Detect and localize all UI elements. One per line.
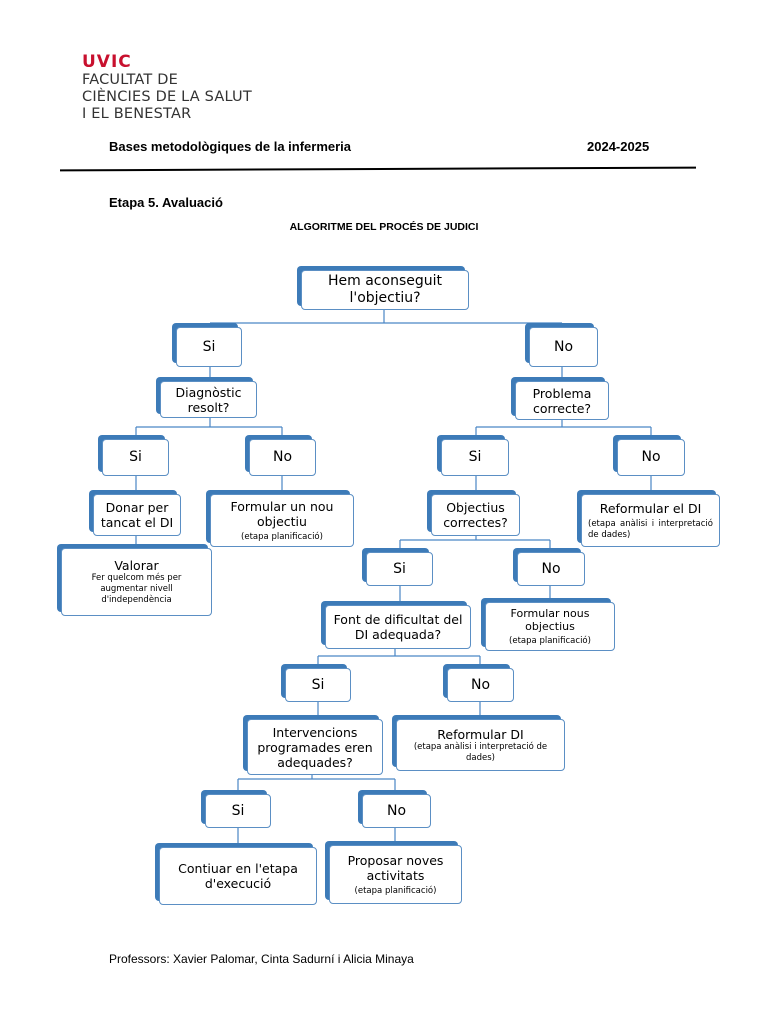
new-objectives-subtext: (etapa planificació) xyxy=(509,635,591,646)
no-text-6: No xyxy=(386,802,407,819)
no-box-1: No xyxy=(529,327,598,367)
continue-execution-text: Contiuar en l'etapa d'execució xyxy=(178,861,298,891)
new-objective-box: Formular un nou objectiu (etapa planific… xyxy=(210,494,354,547)
no-box-4: No xyxy=(517,552,585,586)
objectives-correct-text: Objectius correctes? xyxy=(443,500,508,530)
objectives-correct-box: Objectius correctes? xyxy=(431,494,520,536)
propose-activities-box: Proposar noves activitats (etapa planifi… xyxy=(329,845,462,904)
interventions-box: Intervencions programades eren adequades… xyxy=(247,719,383,775)
logo-uvic: UVIC xyxy=(82,52,132,72)
interventions-text: Intervencions programades eren adequades… xyxy=(257,724,373,770)
continue-execution-box: Contiuar en l'etapa d'execució xyxy=(159,847,317,905)
yes-box-2: Si xyxy=(102,439,169,476)
course-year: 2024-2025 xyxy=(587,139,650,154)
diagnostic-resolved-box: Diagnòstic resolt? xyxy=(160,381,257,418)
no-text-3: No xyxy=(641,449,661,465)
assess-text: Valorar xyxy=(114,558,159,573)
close-di-text: Donar per tancat el DI xyxy=(100,500,174,530)
root-question-box: Hem aconseguit l'objectiu? xyxy=(301,270,469,310)
diagnostic-resolved-text: Diagnòstic resolt? xyxy=(175,384,242,415)
yes-box-6: Si xyxy=(205,794,271,828)
new-objectives-text: Formular nous objectius xyxy=(510,606,590,633)
reformulate-di-subtext-2: (etapa anàlisi i interpretació de dades) xyxy=(413,741,548,763)
new-objective-text: Formular un nou objectiu xyxy=(230,498,334,529)
reformulate-di-text-2: Reformular DI xyxy=(437,726,524,742)
reformulate-di-box-1: Reformular el DI (etapa anàlisi i interp… xyxy=(581,494,720,547)
yes-text-1: Si xyxy=(202,338,216,355)
yes-text-3: Si xyxy=(468,449,482,465)
propose-activities-text: Proposar noves activitats xyxy=(347,852,444,883)
faculty-line-3: I EL BENESTAR xyxy=(82,106,192,122)
assess-subtext: Fer quelcom més per augmentar nivell d'i… xyxy=(91,573,182,605)
yes-box-3: Si xyxy=(441,439,509,476)
no-box-6: No xyxy=(362,794,431,828)
new-objective-subtext: (etapa planificació) xyxy=(241,531,323,542)
new-objectives-box: Formular nous objectius (etapa planifica… xyxy=(485,602,615,651)
course-title: Bases metodològiques de la infermeria xyxy=(109,139,352,154)
faculty-line-1: FACULTAT DE xyxy=(82,72,179,88)
yes-text-4: Si xyxy=(393,560,406,577)
footer-professors: Professors: Xavier Palomar, Cinta Sadurn… xyxy=(109,952,414,966)
yes-box-1: Si xyxy=(176,327,242,367)
yes-text-2: Si xyxy=(129,449,142,465)
yes-box-5: Si xyxy=(285,668,351,702)
section-title: Etapa 5. Avaluació xyxy=(109,195,223,210)
yes-text-5: Si xyxy=(311,676,325,693)
no-text-1: No xyxy=(553,338,574,355)
root-question-text: Hem aconseguit l'objectiu? xyxy=(328,273,442,306)
problem-correct-box: Problema correcte? xyxy=(515,381,609,420)
assess-box: Valorar Fer quelcom més per augmentar ni… xyxy=(61,548,212,616)
no-text-2: No xyxy=(272,449,293,465)
difficulty-source-text: Font de dificultat del DI adequada? xyxy=(333,612,463,642)
no-box-5: No xyxy=(447,668,514,702)
difficulty-source-box: Font de dificultat del DI adequada? xyxy=(325,605,471,649)
faculty-line-2: CIÈNCIES DE LA SALUT xyxy=(82,89,252,105)
no-box-3: No xyxy=(617,439,685,476)
no-text-5: No xyxy=(470,676,491,693)
yes-box-4: Si xyxy=(366,552,433,586)
no-box-2: No xyxy=(249,439,316,476)
reformulate-di-text-1: Reformular el DI xyxy=(599,500,702,516)
diagram-title: ALGORITME DEL PROCÉS DE JUDICI xyxy=(289,221,479,233)
reformulate-di-box-2: Reformular DI (etapa anàlisi i interpret… xyxy=(396,719,565,771)
close-di-box: Donar per tancat el DI xyxy=(93,494,181,536)
reformulate-di-subtext-1: (etapa anàlisi i interpretació de dades) xyxy=(588,518,713,540)
no-text-4: No xyxy=(541,560,561,577)
propose-activities-subtext: (etapa planificació) xyxy=(354,885,437,896)
problem-correct-text: Problema correcte? xyxy=(532,385,592,416)
yes-text-6: Si xyxy=(231,802,245,819)
